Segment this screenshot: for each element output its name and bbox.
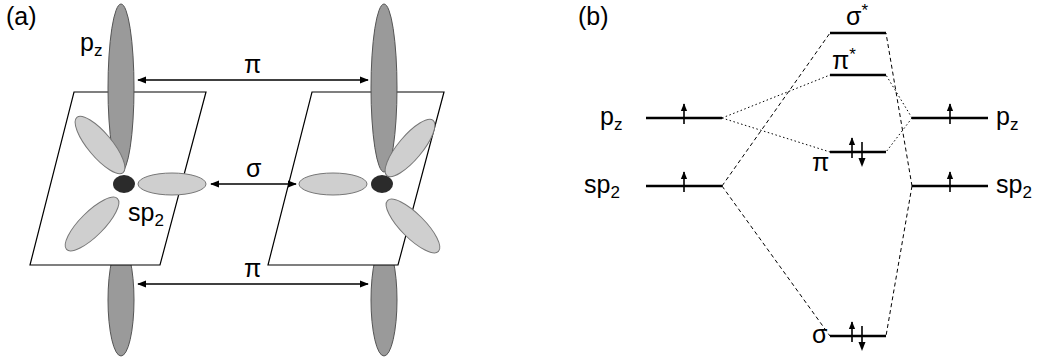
script-part: z [94,41,103,60]
sigma-bond-arrow [211,183,296,185]
script-part: 2 [610,183,619,202]
correlation-lines [722,75,912,152]
pi-bond-arrow [138,79,368,81]
orbital-name: sp2 [128,200,164,229]
script-part: 2 [154,211,163,230]
orbital-name: σ [812,322,827,347]
panel-letter: (b) [578,4,609,29]
right-carbon [268,4,447,356]
script-part: * [861,1,868,20]
electron-spins [684,104,950,351]
orbital-name: sp2 [584,172,620,201]
orbital-name: π* [832,46,856,73]
script-part: z [614,115,623,134]
script-part: z [1010,115,1019,134]
bond-name: π [244,52,261,77]
orbital-name: pz [996,104,1018,133]
orbital-name: π [812,150,829,175]
panel-letter: (a) [6,4,37,29]
pi-bond-arrow [138,283,368,285]
script-part: * [849,45,856,64]
orbital-name: σ* [846,2,868,29]
bond-name: π [244,256,261,281]
bond-name: σ [246,156,261,181]
orbital-name: pz [600,104,622,133]
energy-levels [646,33,988,336]
left-carbon [30,4,206,356]
correlation-lines [722,33,912,336]
orbital-name: sp2 [996,172,1032,201]
script-part: 2 [1022,183,1031,202]
orbital-name: pz [80,30,102,59]
